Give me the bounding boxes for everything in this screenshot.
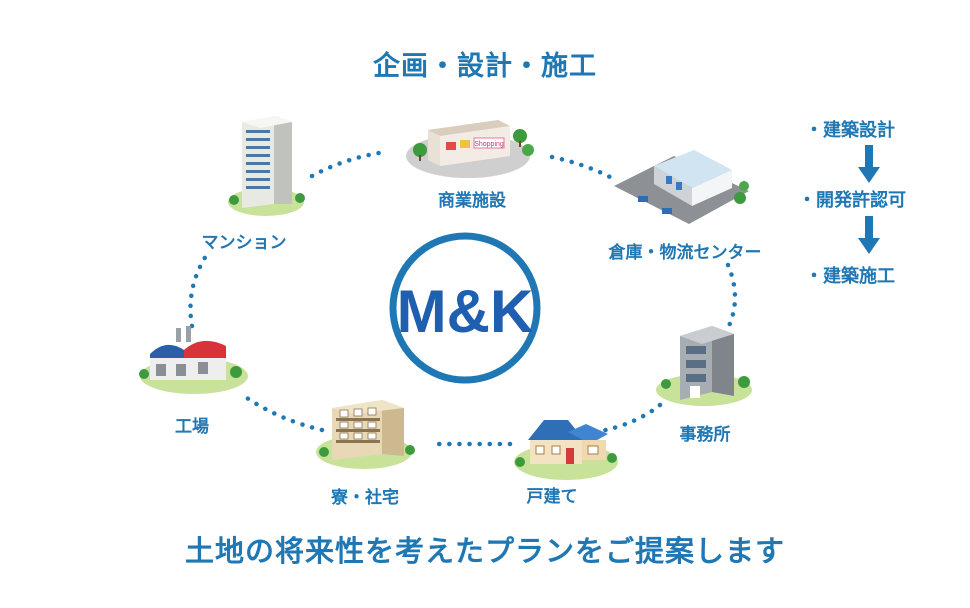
connector-mansion-commercial <box>309 149 388 179</box>
connector-factory-mansion <box>188 247 213 329</box>
dormitory-icon <box>316 400 415 469</box>
logo-text: M&K <box>397 278 534 345</box>
label-mansion: マンション <box>201 233 287 253</box>
step-architectural-design: ・建築設計 <box>805 120 895 141</box>
down-arrow-icon <box>858 216 880 254</box>
svg-text:Shopping: Shopping <box>474 141 504 148</box>
connector-warehouse-office <box>725 262 738 331</box>
tagline: 土地の将来性を考えたプランをご提案します <box>184 534 785 568</box>
label-warehouse: 倉庫・物流センター <box>608 243 762 263</box>
warehouse-icon <box>614 150 749 224</box>
label-commercial: 商業施設 <box>438 191 506 211</box>
label-dormitory: 寮・社宅 <box>331 488 399 508</box>
mk-logo: M&K <box>389 232 541 384</box>
step-development-permit: ・開発許認可 <box>798 190 906 211</box>
label-office: 事務所 <box>679 425 731 445</box>
office-building-icon <box>656 326 752 406</box>
label-house: 戸建て <box>526 487 578 507</box>
label-factory: 工場 <box>175 417 209 437</box>
step-construction: ・建築施工 <box>805 266 895 287</box>
connector-commercial-warehouse <box>549 154 615 181</box>
shopping-mall-icon: Shopping <box>406 120 534 178</box>
factory-icon <box>139 326 248 394</box>
page-title: 企画・設計・施工 <box>373 51 597 82</box>
down-arrow-icon <box>858 145 880 183</box>
apartment-tower-icon <box>228 116 305 216</box>
house-icon <box>514 420 618 480</box>
connector-dormitory-factory <box>244 395 325 433</box>
